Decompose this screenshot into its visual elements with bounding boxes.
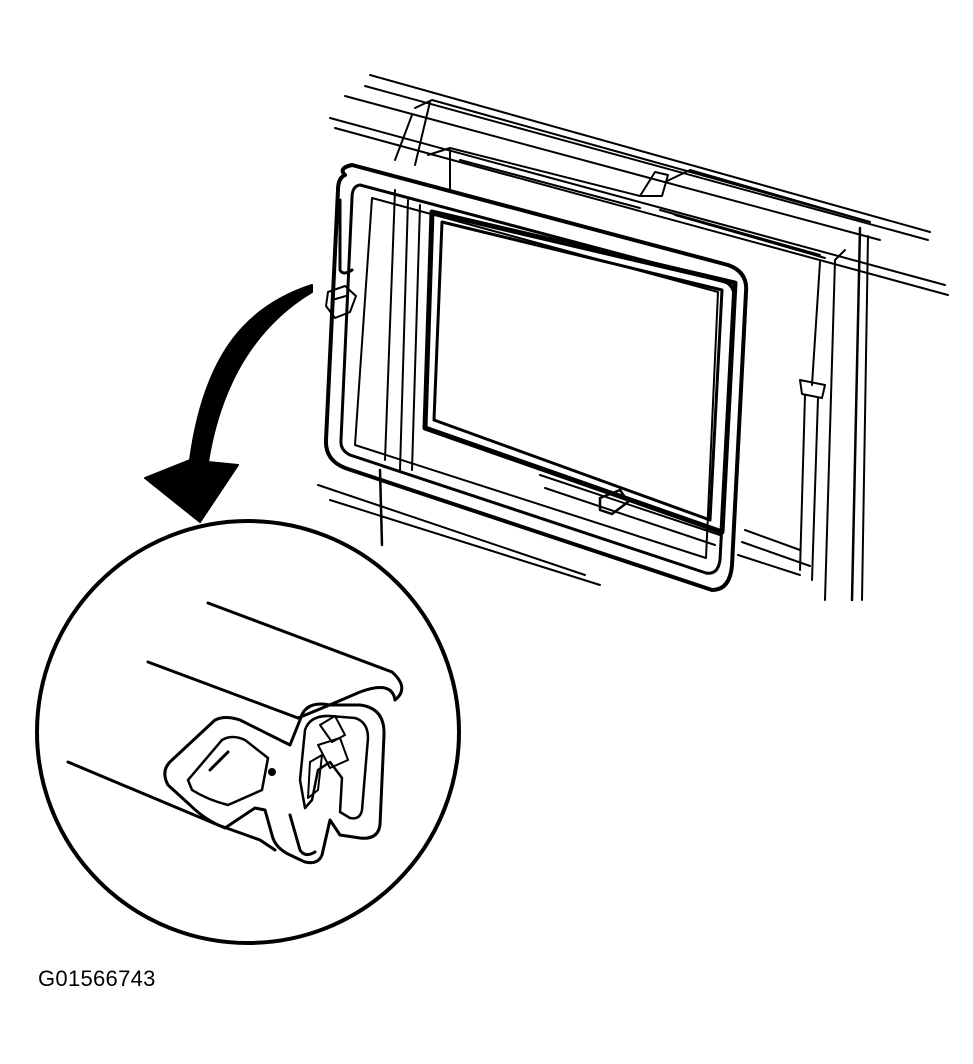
- detail-circle: [35, 519, 461, 945]
- weatherstrip-cross-section: [66, 601, 404, 865]
- body-panel: [317, 74, 949, 602]
- figure-id-label: G01566743: [38, 966, 156, 991]
- window-frame: [323, 163, 749, 592]
- detail-arrow: [144, 284, 313, 523]
